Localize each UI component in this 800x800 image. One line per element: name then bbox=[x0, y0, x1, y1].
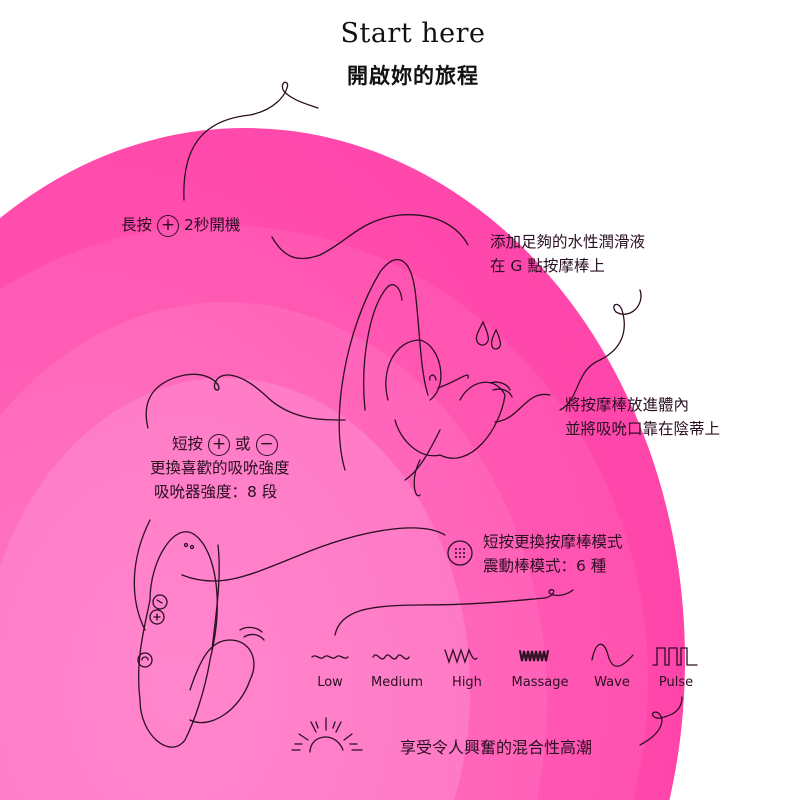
step-vibration: 短按更換按摩棒模式 震動棒模式：6 種 bbox=[483, 530, 623, 578]
ring-inner bbox=[0, 378, 470, 800]
step-suction: 短按+或− 更換喜歡的吸吮強度 吸吮器強度：8 段 bbox=[150, 432, 290, 504]
suction-prefix: 短按 bbox=[172, 435, 204, 453]
suction-line-2: 更換喜歡的吸吮強度 bbox=[150, 459, 290, 477]
insert-line-2: 並將吸吮口靠在陰蒂上 bbox=[565, 420, 721, 438]
mode-label-high: High bbox=[452, 675, 482, 690]
power-prefix: 長按 bbox=[121, 216, 153, 234]
vibration-line-2: 震動棒模式：6 種 bbox=[483, 557, 607, 575]
plus-button-icon: + bbox=[208, 433, 231, 456]
wave-sine-icon bbox=[591, 643, 634, 667]
step-insert: 將按摩棒放進體內 並將吸吮口靠在陰蒂上 bbox=[565, 393, 720, 441]
vibration-line-1: 短按更換按摩棒模式 bbox=[483, 533, 623, 551]
mode-label-massage: Massage bbox=[511, 675, 569, 690]
dots-button-icon bbox=[447, 540, 473, 566]
step-finale: 享受令人興奮的混合性高潮 bbox=[400, 738, 593, 757]
pulse-square-icon bbox=[652, 647, 698, 666]
mode-label-low: Low bbox=[317, 675, 343, 690]
wave-low-icon bbox=[311, 655, 349, 659]
suction-line-3: 吸吮器強度：8 段 bbox=[154, 483, 278, 501]
lube-line-2: 在 G 點按摩棒上 bbox=[490, 257, 605, 275]
wave-massage-icon bbox=[519, 650, 549, 662]
plus-button-icon: + bbox=[157, 214, 180, 237]
suction-or: 或 bbox=[235, 435, 251, 453]
lube-line-1: 添加足夠的水性潤滑液 bbox=[490, 233, 646, 251]
minus-button-icon: − bbox=[255, 433, 278, 456]
sunrise-icon bbox=[291, 717, 363, 753]
title-chinese: 開啟妳的旅程 bbox=[347, 64, 479, 88]
step-lube: 添加足夠的水性潤滑液 在 G 點按摩棒上 bbox=[490, 230, 645, 278]
wave-high-icon bbox=[444, 647, 478, 665]
mode-label-medium: Medium bbox=[371, 675, 423, 690]
suction-line-1: 短按+或− bbox=[150, 432, 290, 456]
insert-line-1: 將按摩棒放進體內 bbox=[565, 396, 690, 414]
power-suffix: 2秒開機 bbox=[184, 216, 241, 234]
wave-medium-icon bbox=[372, 654, 410, 660]
mode-label-wave: Wave bbox=[594, 675, 630, 690]
step-power-on: 長按+2秒開機 bbox=[121, 213, 240, 237]
title-english: Start here bbox=[340, 18, 486, 49]
mode-label-pulse: Pulse bbox=[658, 675, 694, 690]
